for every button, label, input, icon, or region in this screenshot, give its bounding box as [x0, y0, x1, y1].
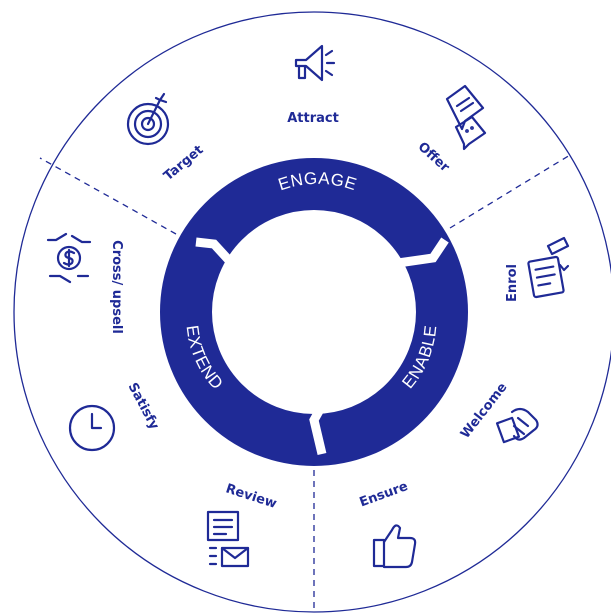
clock-icon	[68, 404, 116, 452]
ring: ENGAGE ENABLE EXTEND	[160, 158, 468, 466]
step-label-review: Review	[224, 481, 279, 512]
megaphone-icon	[294, 44, 336, 82]
ring-gap-right	[397, 237, 449, 268]
step-label-attract: Attract	[287, 111, 339, 126]
step-label-target: Target	[161, 143, 206, 185]
divider-left	[39, 157, 177, 235]
thumbs-up-icon	[372, 524, 417, 569]
divider-right	[449, 154, 571, 229]
step-label-ensure: Ensure	[358, 479, 411, 510]
handshake-icon	[495, 407, 539, 444]
speech-bubbles-icon	[445, 84, 487, 151]
step-label-cross-upsell: Cross/ upsell	[109, 240, 124, 334]
step-label-offer: Offer	[415, 140, 453, 176]
money-exchange-icon	[46, 232, 92, 284]
target-icon	[126, 92, 170, 146]
step-label-welcome: Welcome	[458, 380, 511, 442]
form-pen-icon	[527, 236, 570, 299]
ring-gap-bottom	[309, 385, 336, 456]
ring-gap-left	[195, 237, 240, 272]
step-label-enrol: Enrol	[505, 264, 520, 302]
step-label-satisfy: Satisfy	[125, 380, 162, 432]
outer-circle	[13, 11, 611, 613]
ring-donut	[160, 158, 468, 466]
review-document-icon	[206, 510, 250, 568]
